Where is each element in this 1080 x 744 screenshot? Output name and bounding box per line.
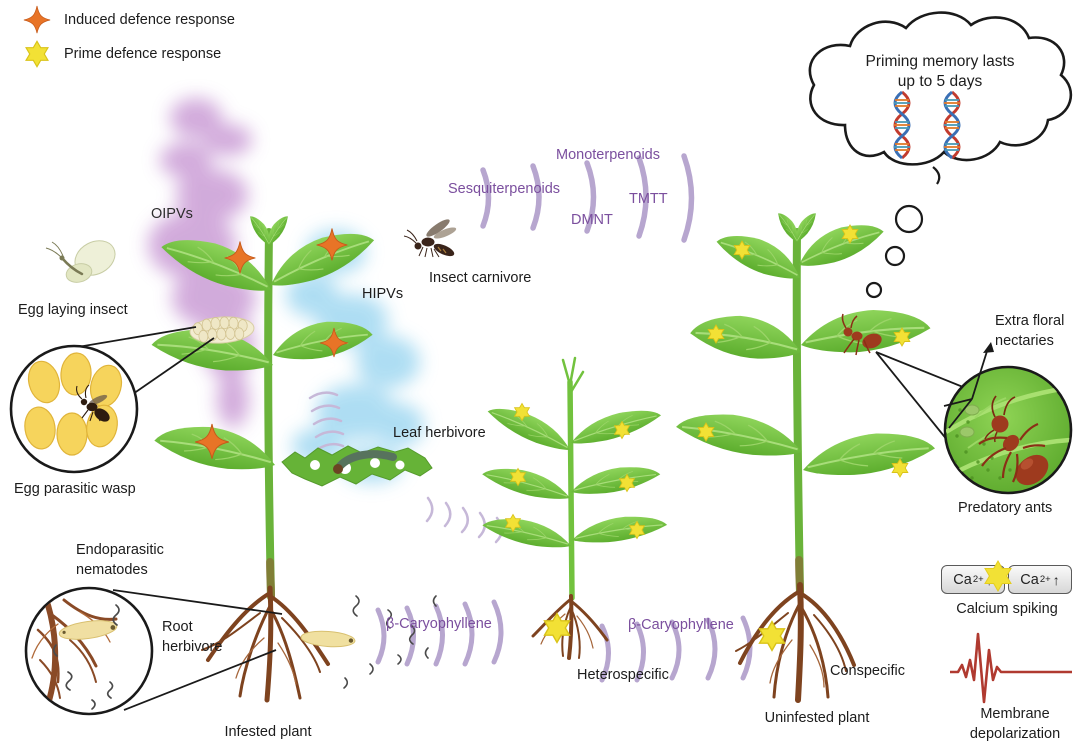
primed-star-icon: [984, 559, 1012, 593]
thought-bubbles: [865, 204, 924, 299]
caterpillar-icon: [333, 450, 397, 474]
beta-caryophyllene-right-label: β-Caryophyllene: [628, 617, 734, 633]
ca-charge: 2+: [972, 574, 984, 585]
uninfested-plant-illustration: [672, 209, 939, 703]
monoterpenoids-label: Monoterpenoids: [556, 147, 660, 163]
primed-star-icon: [25, 40, 49, 68]
ant-icon: [841, 313, 882, 356]
dna-helix-icon: [893, 90, 911, 160]
magnifier-egg-circle: [9, 326, 215, 474]
callout-line: [875, 351, 953, 447]
egg-parasitic-wasp-label: Egg parasitic wasp: [14, 481, 136, 497]
nematode-worms: [52, 604, 120, 710]
infested-plant-illustration: [148, 212, 437, 703]
infested-plant-label: Infested plant: [224, 724, 312, 740]
ca-charge: 2+: [1039, 574, 1051, 585]
callout-line: [129, 337, 215, 397]
up-arrow-icon: ↑: [1052, 571, 1060, 588]
ca-symbol: Ca: [953, 571, 972, 588]
sesquiterpenoids-label: Sesquiterpenoids: [448, 181, 561, 197]
ca-symbol: Ca: [1020, 571, 1039, 588]
hipvs-label: HIPVs: [362, 286, 404, 302]
dmnt-label: DMNT: [571, 212, 613, 228]
insect-carnivore-label: Insect carnivore: [429, 270, 532, 286]
callout-line: [123, 649, 277, 711]
legend-primed-label: Prime defence response: [64, 46, 222, 62]
conspecific-label: Conspecific: [830, 663, 905, 679]
extra-floral-nectaries-label: Extra floral nectaries: [995, 313, 1065, 349]
dna-helix-icon: [943, 90, 961, 160]
uninfested-plant-label: Uninfested plant: [764, 710, 870, 726]
legend-induced-label: Induced defence response: [64, 12, 235, 28]
ant-icon: [978, 395, 1049, 486]
nematode-worms: [343, 595, 437, 689]
herbivory-signal-arcs-upper: [308, 391, 345, 451]
priming-memory-text: Priming memory lasts up to 5 days: [865, 53, 1015, 91]
egg-laying-insect-label: Egg laying insect: [18, 302, 128, 318]
egg-mass: [189, 316, 255, 344]
root-larva: [58, 620, 118, 640]
legend-induced: Induced defence response: [22, 5, 235, 34]
heterospecific-label: Heterospecific: [577, 667, 669, 683]
oipvs-label: OIPVs: [151, 206, 193, 222]
predatory-ants-label: Predatory ants: [958, 500, 1053, 516]
nectary-blobs: [959, 404, 980, 438]
beta-caryophyllene-left-label: β-Caryophyllene: [386, 616, 492, 632]
membrane-waveform: [950, 632, 1072, 704]
membrane-depolarization-label: Membrane depolarization: [969, 706, 1061, 742]
legend-primed: Prime defence response: [22, 40, 235, 68]
induced-star-icon: [23, 5, 51, 34]
endoparasitic-nematodes-label: Endoparasitic nematodes: [76, 542, 164, 578]
nectary-arrow: [943, 342, 994, 429]
damaged-leaf: [281, 445, 433, 487]
volatile-wave-arcs: [480, 153, 695, 243]
magnifier-nematode-circle: [24, 586, 283, 716]
wasp-icon: [403, 219, 457, 258]
thought-cloud: [808, 11, 1073, 185]
butterfly-icon: [45, 240, 116, 283]
parasitic-wasp-icon: [76, 384, 110, 422]
callout-line: [112, 589, 283, 615]
root-larva: [300, 630, 356, 648]
legend: Induced defence response Prime defence r…: [22, 5, 235, 68]
heterospecific-plant-illustration: [479, 356, 670, 660]
herbivory-signal-arcs-lower: [425, 496, 503, 544]
root-herbivore-label: Root herbivore: [162, 619, 223, 655]
callout-line: [875, 351, 964, 388]
tmtt-label: TMTT: [629, 191, 668, 207]
caryophyllene-wave-arcs-left: [375, 599, 504, 667]
calcium-spiking-label: Calcium spiking: [956, 601, 1058, 617]
leaf-herbivore-label: Leaf herbivore: [393, 425, 486, 441]
magnifier-ant-circle: [875, 342, 1073, 495]
